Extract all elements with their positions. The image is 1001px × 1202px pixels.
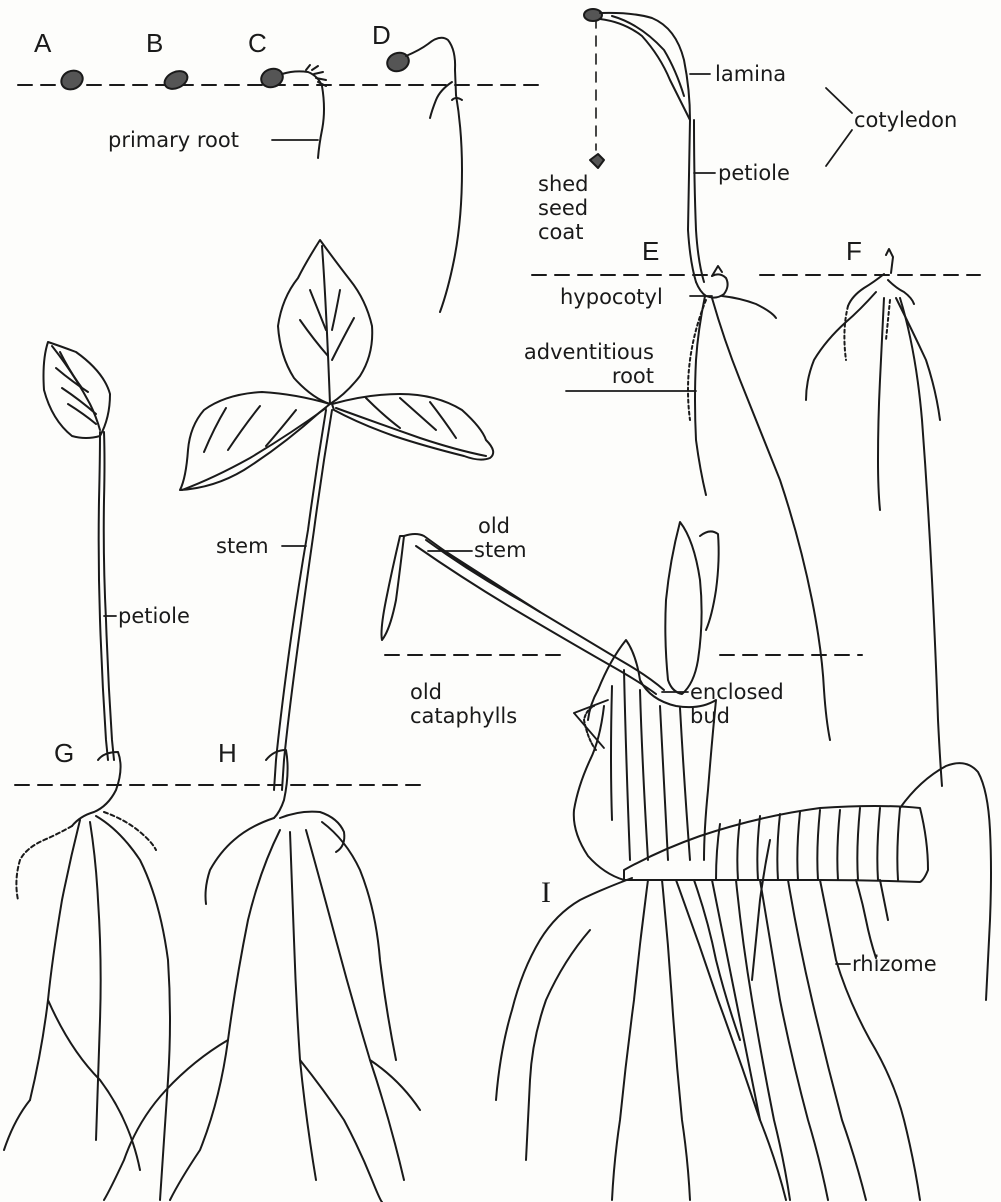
label-cotyledon-petiole: petiole bbox=[718, 161, 790, 185]
stage-letter-e: E bbox=[642, 236, 659, 267]
label-old-stem-line-2: stem bbox=[474, 538, 527, 562]
seed-b bbox=[162, 68, 191, 93]
stage-letter-b: B bbox=[146, 28, 163, 59]
label-primary-root: primary root bbox=[108, 128, 239, 152]
stage-letter-a: A bbox=[34, 28, 51, 59]
shed-seed-coat bbox=[590, 154, 604, 168]
label-shed-seed-coat: shed seed coat bbox=[538, 172, 589, 244]
label-enclosed-bud-line-1: enclosed bbox=[690, 680, 784, 704]
seedling-g bbox=[4, 342, 170, 1200]
seed-a bbox=[58, 67, 86, 93]
label-cotyledon: cotyledon bbox=[854, 108, 957, 132]
label-shed-seed-coat-line-1: shed bbox=[538, 172, 589, 196]
label-old-cataphylls: old cataphylls bbox=[410, 680, 517, 728]
label-shed-seed-coat-line-3: coat bbox=[538, 220, 589, 244]
label-old-stem-line-1: old bbox=[474, 514, 527, 538]
label-old-cataphylls-line-2: cataphylls bbox=[410, 704, 517, 728]
label-adventitious-root-line-2: root bbox=[494, 364, 654, 388]
stage-letter-c: C bbox=[248, 28, 267, 59]
label-hypocotyl: hypocotyl bbox=[560, 285, 663, 309]
label-old-stem: old stem bbox=[474, 514, 527, 562]
label-adventitious-root: adventitious root bbox=[494, 340, 654, 388]
seedling-f bbox=[806, 249, 942, 786]
label-leaf-petiole: petiole bbox=[118, 604, 190, 628]
label-stem: stem bbox=[216, 534, 269, 558]
label-lamina: lamina bbox=[715, 62, 786, 86]
stage-letter-d: D bbox=[372, 20, 391, 51]
seedling-c bbox=[259, 65, 326, 158]
stage-letter-i: I bbox=[541, 876, 551, 910]
label-old-cataphylls-line-1: old bbox=[410, 680, 517, 704]
label-enclosed-bud: enclosed bud bbox=[690, 680, 784, 728]
stage-letter-f: F bbox=[846, 236, 862, 267]
label-enclosed-bud-line-2: bud bbox=[690, 704, 784, 728]
seedling-d bbox=[385, 38, 462, 312]
stage-letter-h: H bbox=[218, 738, 237, 769]
plant-i-rhizome bbox=[382, 522, 992, 1200]
label-adventitious-root-line-1: adventitious bbox=[494, 340, 654, 364]
label-shed-seed-coat-line-2: seed bbox=[538, 196, 589, 220]
stage-letter-g: G bbox=[54, 738, 74, 769]
label-rhizome: rhizome bbox=[852, 952, 937, 976]
